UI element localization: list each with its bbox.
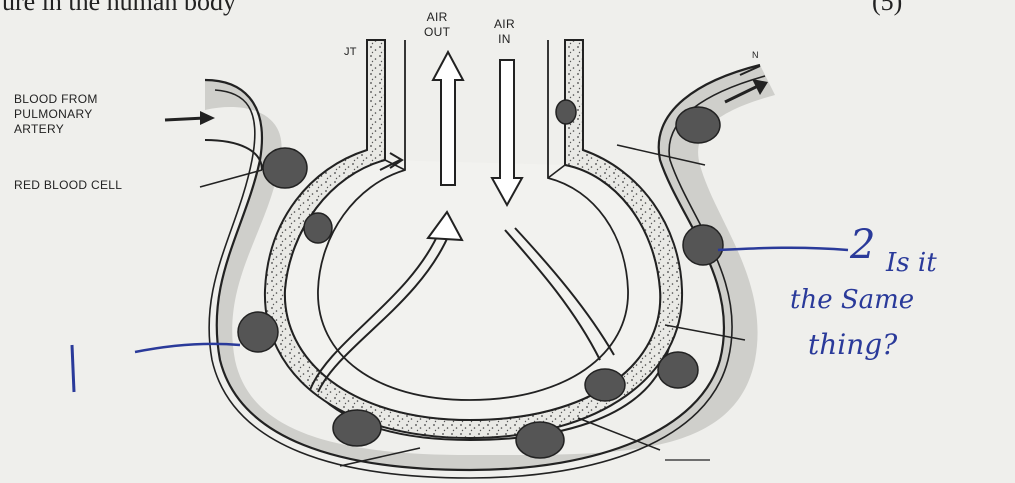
red-blood-cell: [263, 148, 307, 188]
red-blood-cell: [516, 422, 564, 458]
red-blood-cell: [683, 225, 723, 265]
red-blood-cell: [676, 107, 720, 143]
red-blood-cell-label: RED BLOOD CELL: [14, 178, 122, 193]
handwritten-question-line-3: thing?: [808, 328, 897, 361]
handwritten-question-line-2: the Same: [790, 285, 914, 315]
air-in-label: AIR IN: [494, 17, 515, 47]
handwritten-question-line-1: Is it: [886, 248, 937, 278]
red-blood-cell: [304, 213, 332, 243]
handwritten-number-2: 2: [850, 222, 875, 268]
red-blood-cell: [556, 100, 576, 124]
blood-from-pulmonary-artery-label: BLOOD FROM PULMONARY ARTERY: [14, 92, 98, 137]
red-blood-cell: [658, 352, 698, 388]
marks-label: (5): [872, 0, 902, 15]
red-blood-cell: [585, 369, 625, 401]
red-blood-cell: [333, 410, 381, 446]
red-blood-cell: [238, 312, 278, 352]
cut-label-right: N: [752, 48, 759, 63]
question-header-text: ure in the human body: [2, 0, 236, 15]
air-out-label: AIR OUT: [424, 10, 450, 40]
cut-label-left: JT: [344, 45, 357, 60]
